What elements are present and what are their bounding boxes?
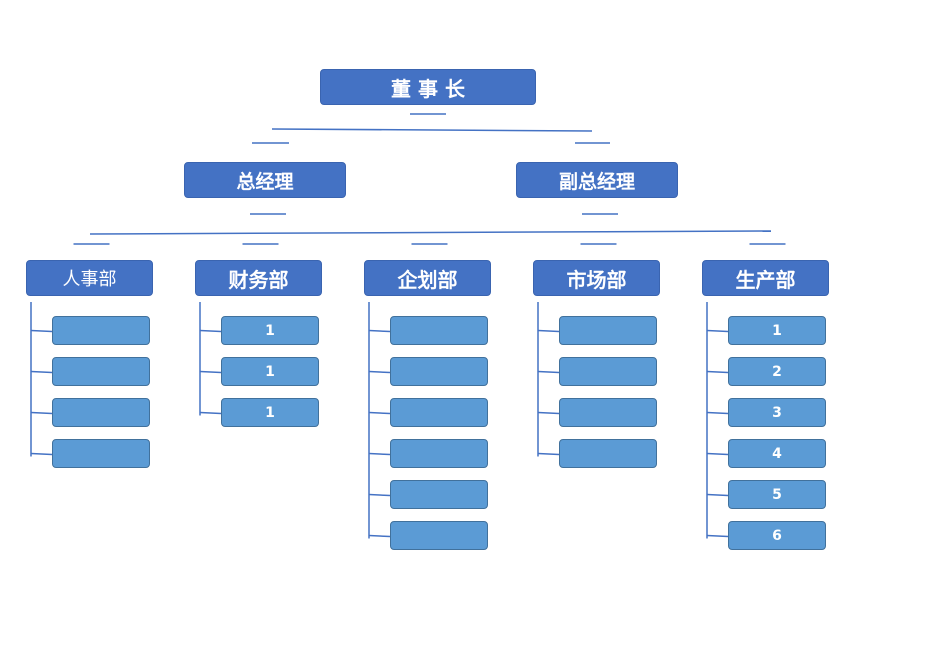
sub-unit-box: 1 — [221, 398, 319, 427]
sub-unit-box — [559, 439, 657, 468]
sub-unit-box: 1 — [221, 316, 319, 345]
chairman-box: 董 事 长 — [320, 69, 536, 105]
leaf-connector — [706, 370, 729, 374]
leaf-connector — [537, 370, 560, 374]
leaf-connector — [30, 411, 53, 415]
department-box: 市场部 — [533, 260, 660, 296]
sub-unit-label: 3 — [772, 404, 782, 421]
sub-unit-label: 1 — [265, 404, 275, 421]
sub-unit-box — [390, 480, 488, 509]
leaf-connector — [537, 329, 560, 333]
chairman-label: 董 事 长 — [391, 76, 465, 101]
leaf-connector — [706, 329, 729, 333]
department-box: 财务部 — [195, 260, 322, 296]
sub-unit-box — [559, 398, 657, 427]
leaf-connector — [199, 411, 222, 415]
leaf-connector — [706, 452, 729, 456]
sub-unit-label: 5 — [772, 486, 782, 503]
department-label: 企划部 — [397, 267, 458, 292]
leaf-connector — [368, 452, 391, 456]
sub-unit-box — [390, 398, 488, 427]
sub-unit-label: 1 — [265, 363, 275, 380]
department-box: 人事部 — [26, 260, 153, 296]
leaf-connector — [537, 452, 560, 456]
leaf-connector — [368, 534, 391, 538]
sub-unit-box — [390, 439, 488, 468]
deputy-general-manager-box: 副总经理 — [516, 162, 678, 198]
sub-unit-box: 1 — [221, 357, 319, 386]
sub-unit-box — [559, 316, 657, 345]
sub-unit-box: 3 — [728, 398, 826, 427]
deputy-general-manager-label: 副总经理 — [558, 170, 635, 193]
sub-unit-box: 5 — [728, 480, 826, 509]
general-manager-box: 总经理 — [184, 162, 346, 198]
leaf-connector — [368, 370, 391, 374]
department-label: 生产部 — [735, 267, 796, 292]
sub-unit-box — [52, 316, 150, 345]
department-label: 财务部 — [228, 267, 289, 292]
sub-unit-box: 6 — [728, 521, 826, 550]
department-label: 市场部 — [566, 267, 627, 292]
sub-unit-label: 4 — [772, 445, 782, 462]
department-box: 生产部 — [702, 260, 829, 296]
sub-unit-box — [52, 398, 150, 427]
leaf-connector — [368, 411, 391, 415]
sub-unit-box: 1 — [728, 316, 826, 345]
sub-unit-box: 4 — [728, 439, 826, 468]
sub-unit-label: 2 — [772, 363, 782, 380]
sub-unit-box — [390, 357, 488, 386]
sub-unit-box: 2 — [728, 357, 826, 386]
department-label: 人事部 — [62, 269, 117, 290]
sub-unit-box — [52, 357, 150, 386]
leaf-connector — [30, 370, 53, 374]
leaf-connector — [30, 452, 53, 456]
sub-unit-label: 1 — [265, 322, 275, 339]
sub-unit-label: 6 — [772, 527, 782, 544]
leaf-connector — [199, 329, 222, 333]
department-connector — [89, 230, 772, 235]
leaf-connector — [537, 411, 560, 415]
manager-connector — [271, 128, 593, 132]
leaf-connector — [706, 534, 729, 538]
sub-unit-label: 1 — [772, 322, 782, 339]
leaf-connector — [30, 329, 53, 333]
general-manager-label: 总经理 — [236, 170, 294, 193]
leaf-connector — [706, 493, 729, 497]
department-box: 企划部 — [364, 260, 491, 296]
sub-unit-box — [559, 357, 657, 386]
sub-unit-box — [52, 439, 150, 468]
leaf-connector — [199, 370, 222, 374]
leaf-connector — [706, 411, 729, 415]
leaf-connector — [368, 329, 391, 333]
sub-unit-box — [390, 316, 488, 345]
sub-unit-box — [390, 521, 488, 550]
leaf-connector — [368, 493, 391, 497]
